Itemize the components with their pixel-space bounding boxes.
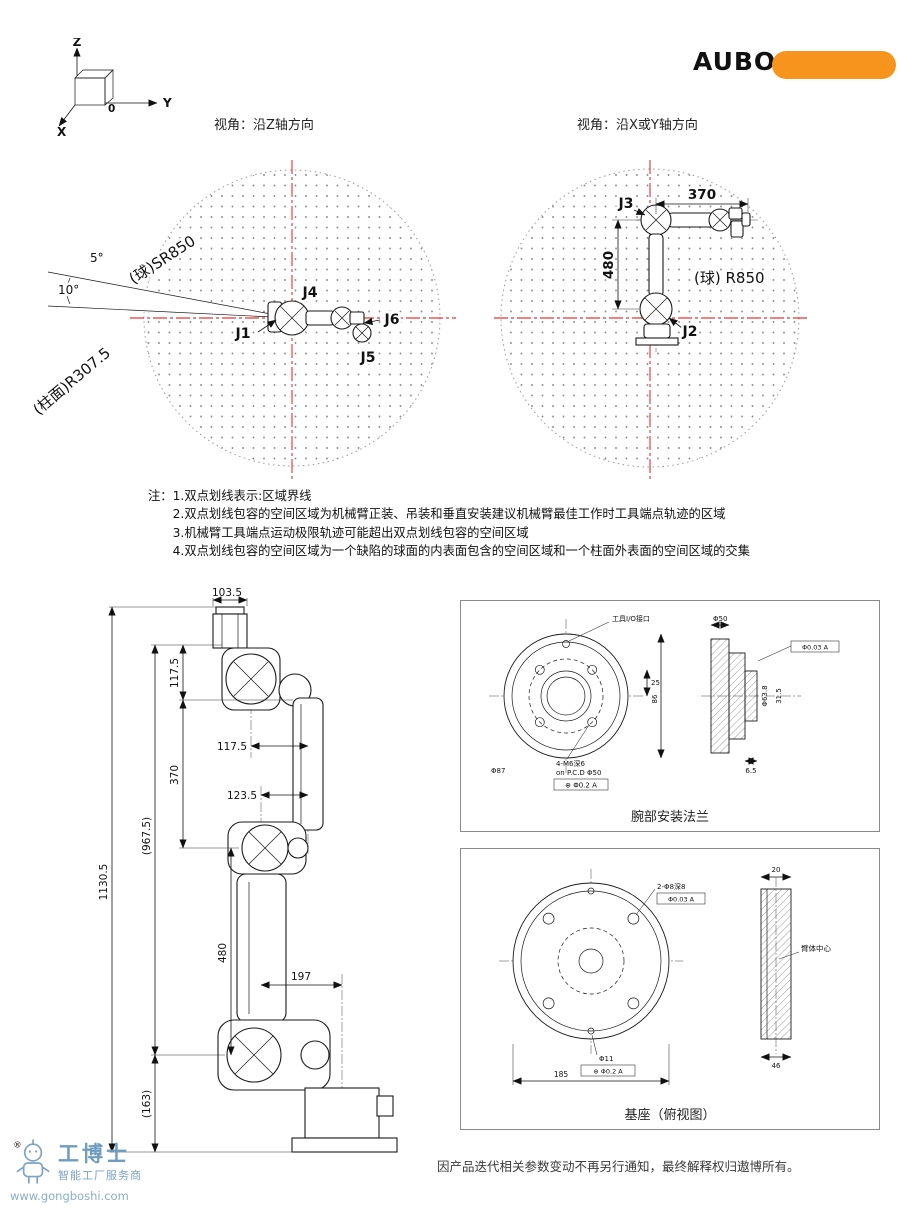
base-pin-tol: Φ0.03 A [668, 896, 695, 904]
flange-runout-tol: Φ0.03 A [802, 644, 829, 652]
note-line-1: 1.双点划线表示:区域界线 [172, 489, 312, 503]
left-view-title: 视角：沿Z轴方向 [214, 118, 314, 133]
right-workspace-diagram: 370 480 J3 J2 (球) R850 [494, 160, 808, 482]
base-detail-drawing: 2-Φ8深8 Φ0.03 A Φ11 ⊕ Φ0.2 A 185 20 臂体中心 … [499, 866, 831, 1085]
flange-position-tol: ⊕ Φ0.2 A [565, 782, 597, 790]
brand-accent-bar [772, 51, 896, 79]
dim-base-height-label: (163) [141, 1090, 153, 1118]
note-line-3: 3.机械臂工具端点运动极限轨迹可能超出双点划线包容的空间区域 [172, 525, 529, 540]
y-axis-label: Y [162, 96, 172, 110]
io-port-hole [562, 640, 570, 648]
right-view-title: 视角：沿X或Y轴方向 [577, 118, 698, 133]
j5-label: J5 [360, 350, 376, 366]
dim-forearm-label: 480 [217, 943, 229, 963]
dim-370-label: 370 [688, 187, 716, 203]
axes-cube-top [74, 69, 114, 79]
dim-480-label: 480 [601, 251, 617, 279]
dim-base-offset-label: 197 [291, 971, 311, 983]
axes-cube-side [104, 69, 114, 106]
angle-arc [66, 277, 71, 305]
dim-elbow-offset-label: 123.5 [227, 790, 257, 802]
disclaimer-text: 因产品迭代相关参数变动不再另行通知，最终解释权归遨博所有。 [437, 1159, 800, 1174]
flange-detail-panel: 工具I/O接口 25 86 Φ87 4-M6深6 on P.C.D Φ50 ⊕ … [460, 600, 880, 832]
watermark: ® 工博士 智能工厂服务商 www.gongboshi.com [10, 1139, 142, 1203]
z-axis-label: Z [73, 38, 82, 49]
brand-name: AUBO [693, 47, 777, 76]
base-dim-46: 46 [772, 1062, 781, 1070]
flange-dim-6-5: 6.5 [745, 767, 756, 775]
axes-cube-front [74, 77, 106, 106]
base-detail-panel: 2-Φ8深8 Φ0.03 A Φ11 ⊕ Φ0.2 A 185 20 臂体中心 … [460, 848, 880, 1130]
robot-top-view [267, 300, 372, 343]
cylinder-radius-label: (柱面)R307.5 [30, 344, 114, 419]
base-pin-spec: 2-Φ8深8 [657, 882, 685, 891]
note-line-4: 4.双点划线包容的空间区域为一个缺陷的球面的内表面包含的空间区域和一个柱面外表面… [172, 544, 751, 559]
robot-dimension-drawing: 1130.5 (967.5) (163) 117.5 370 480 103.5… [98, 587, 398, 1153]
flange-detail-drawing: 工具I/O接口 25 86 Φ87 4-M6深6 on P.C.D Φ50 ⊕ … [489, 614, 840, 791]
coordinate-axes-diagram: Z Y X 0 [57, 38, 172, 139]
angle-5-label: 5° [90, 251, 104, 265]
j3-leader [633, 208, 646, 216]
flange-dia-63: Φ63.8 [761, 685, 769, 706]
base-dim-20: 20 [772, 866, 781, 874]
dim-total-label: 1130.5 [98, 864, 110, 901]
dim-head-label: 117.5 [169, 658, 181, 688]
j6-leader [363, 317, 381, 325]
watermark-url: www.gongboshi.com [10, 1189, 129, 1203]
flange-dim-31-5: 31.5 [775, 688, 783, 704]
j2-leader [668, 317, 683, 329]
flange-caption: 腕部安装法兰 [630, 810, 709, 825]
robot-side-view [635, 204, 760, 352]
base-dim-185: 185 [554, 1070, 569, 1079]
flange-dim-25: 25 [651, 679, 660, 687]
flange-dim-86: 86 [651, 694, 659, 703]
registered-mark: ® [13, 1139, 21, 1149]
gongboshi-robot-icon: ® [13, 1139, 50, 1184]
j6-label: J6 [384, 312, 400, 328]
x-axis-line [58, 104, 76, 127]
sphere-radius-label: (球) R850 [694, 269, 765, 287]
j2-label: J2 [682, 324, 698, 340]
note-line-2: 2.双点划线包容的空间区域为机械臂正装、吊装和垂直安装建议机械臂最佳工作时工具端… [172, 507, 726, 522]
x-axis-label: X [57, 125, 67, 139]
flange-dia-87: Φ87 [491, 767, 505, 775]
j1-label: J1 [235, 326, 251, 342]
workspace-cut-wedge [50, 270, 292, 318]
base-arm-center-label: 臂体中心 [801, 943, 831, 953]
left-workspace-diagram: 5° 10° (球)SR850 (柱面)R307.5 J1 J4 J6 J5 [27, 160, 456, 482]
j3-label: J3 [618, 196, 634, 212]
base-hole-spec: Φ11 [599, 1055, 613, 1063]
io-port-label: 工具I/O接口 [612, 614, 650, 623]
watermark-name: 工博士 [58, 1142, 130, 1167]
robot-body [212, 606, 398, 1153]
base-caption: 基座（俯视图） [624, 1108, 716, 1123]
dim-total-paren-label: (967.5) [141, 817, 153, 855]
flange-dia-50: Φ50 [713, 615, 727, 623]
j1-leader [257, 319, 277, 333]
watermark-tagline: 智能工厂服务商 [58, 1168, 142, 1182]
dim-wrist-offset-label: 117.5 [217, 741, 247, 753]
angle-10-label: 10° [58, 283, 79, 297]
j4-label: J4 [302, 285, 318, 301]
base-hole-tol: ⊕ Φ0.2 A [593, 1068, 623, 1076]
flange-pcd: on P.C.D Φ50 [556, 769, 601, 777]
notes-block: 注： 1.双点划线表示:区域界线 2.双点划线包容的空间区域为机械臂正装、吊装和… [148, 487, 888, 561]
wedge-lower-edge [47, 305, 293, 319]
dim-upper-arm-label: 370 [169, 765, 181, 785]
notes-label: 注： [148, 489, 173, 503]
notes-lines: 1.双点划线表示:区域界线 2.双点划线包容的空间区域为机械臂正装、吊装和垂直安… [173, 487, 750, 561]
dim-top-width-label: 103.5 [212, 587, 242, 599]
flange-bolt-spec: 4-M6深6 [556, 759, 585, 768]
origin-label: 0 [108, 103, 115, 115]
wedge-upper-edge [47, 271, 293, 319]
